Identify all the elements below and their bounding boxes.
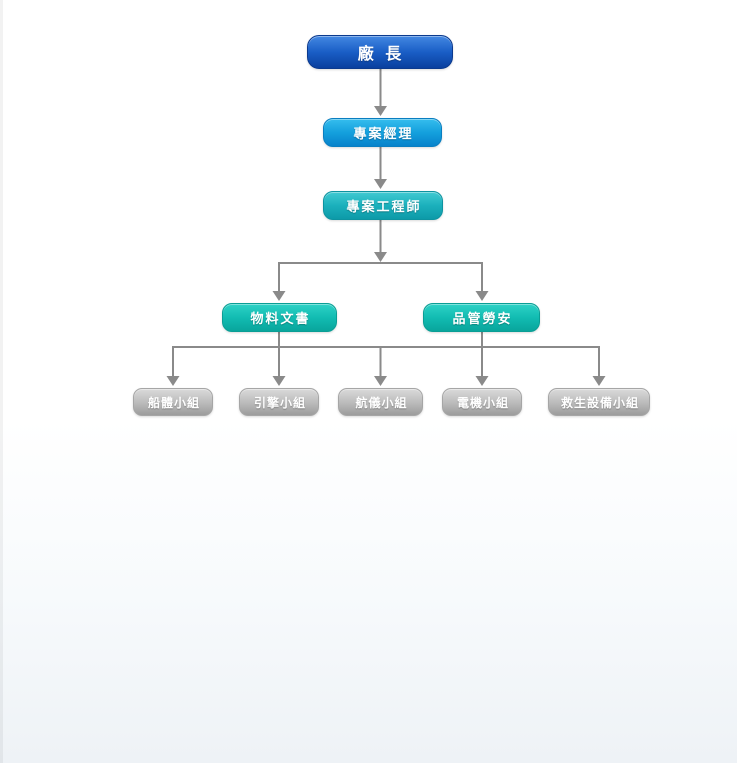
arrowheads (166, 106, 606, 386)
org-node-lifesaving-equipment-team: 救生設備小組 (548, 388, 650, 416)
org-node-project-manager: 專案經理 (323, 118, 442, 147)
org-node-materials-clerk: 物料文書 (222, 303, 337, 332)
org-node-director: 廠 長 (307, 35, 453, 69)
org-node-project-engineer: 專案工程師 (323, 191, 443, 220)
org-node-qc-labor-safety: 品管勞安 (423, 303, 540, 332)
org-node-hull-team: 船體小組 (133, 388, 213, 416)
org-node-electrical-team: 電機小組 (442, 388, 522, 416)
org-node-engine-team: 引擎小組 (239, 388, 319, 416)
org-node-nav-instruments-team: 航儀小組 (338, 388, 423, 416)
